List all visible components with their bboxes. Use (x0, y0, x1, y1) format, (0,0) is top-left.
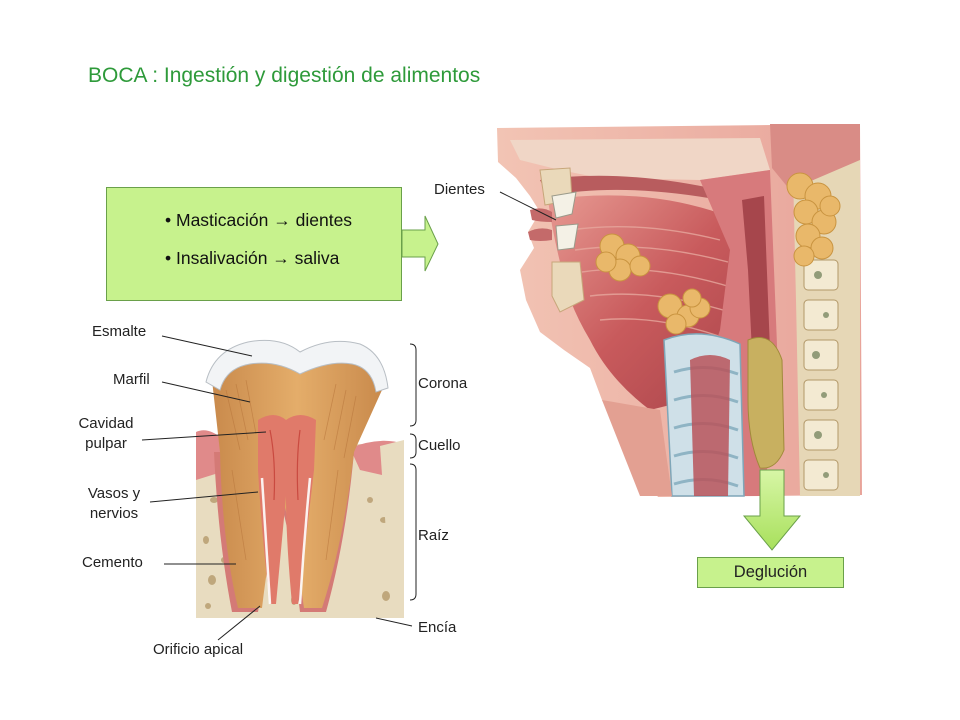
swallowing-box: Deglución (697, 557, 844, 588)
label-root: Raíz (418, 527, 449, 544)
label-apical-foramen: Orificio apical (153, 641, 244, 658)
process-item-mastication: • Masticación → dientes (165, 210, 352, 231)
tooth-illustration (196, 339, 404, 618)
label-enamel: Esmalte (92, 323, 147, 340)
label-teeth: Dientes (434, 181, 485, 198)
process-item-label: Insalivación → saliva (176, 248, 340, 268)
label-dentin: Marfil (113, 371, 150, 388)
bullet-marker: • (165, 248, 176, 268)
label-pulp-line-2: pulpar (85, 435, 127, 452)
bullet-marker: • (165, 210, 176, 230)
swallowing-arrow (742, 469, 802, 551)
label-vessels-nerves: Vasos y nervios (72, 484, 156, 524)
label-cementum: Cemento (82, 554, 143, 571)
head-section-illustration (497, 124, 862, 497)
label-vessels-line-1: Vasos y (87, 485, 141, 502)
label-pulp-cavity: Cavidad pulpar (66, 414, 146, 454)
process-item-label: Masticación → dientes (176, 210, 353, 230)
process-arrow (401, 215, 439, 272)
process-box: • Masticación → dientes • Insalivación →… (106, 187, 402, 301)
label-gum: Encía (418, 619, 457, 636)
label-crown: Corona (418, 375, 468, 392)
page-title: BOCA : Ingestión y digestión de alimento… (88, 64, 481, 87)
label-pulp-line-1: Cavidad (78, 415, 134, 432)
label-neck: Cuello (418, 437, 461, 454)
leader-lines (141, 191, 557, 641)
label-vessels-line-2: nervios (89, 505, 139, 522)
process-item-insalivation: • Insalivación → saliva (165, 248, 339, 269)
